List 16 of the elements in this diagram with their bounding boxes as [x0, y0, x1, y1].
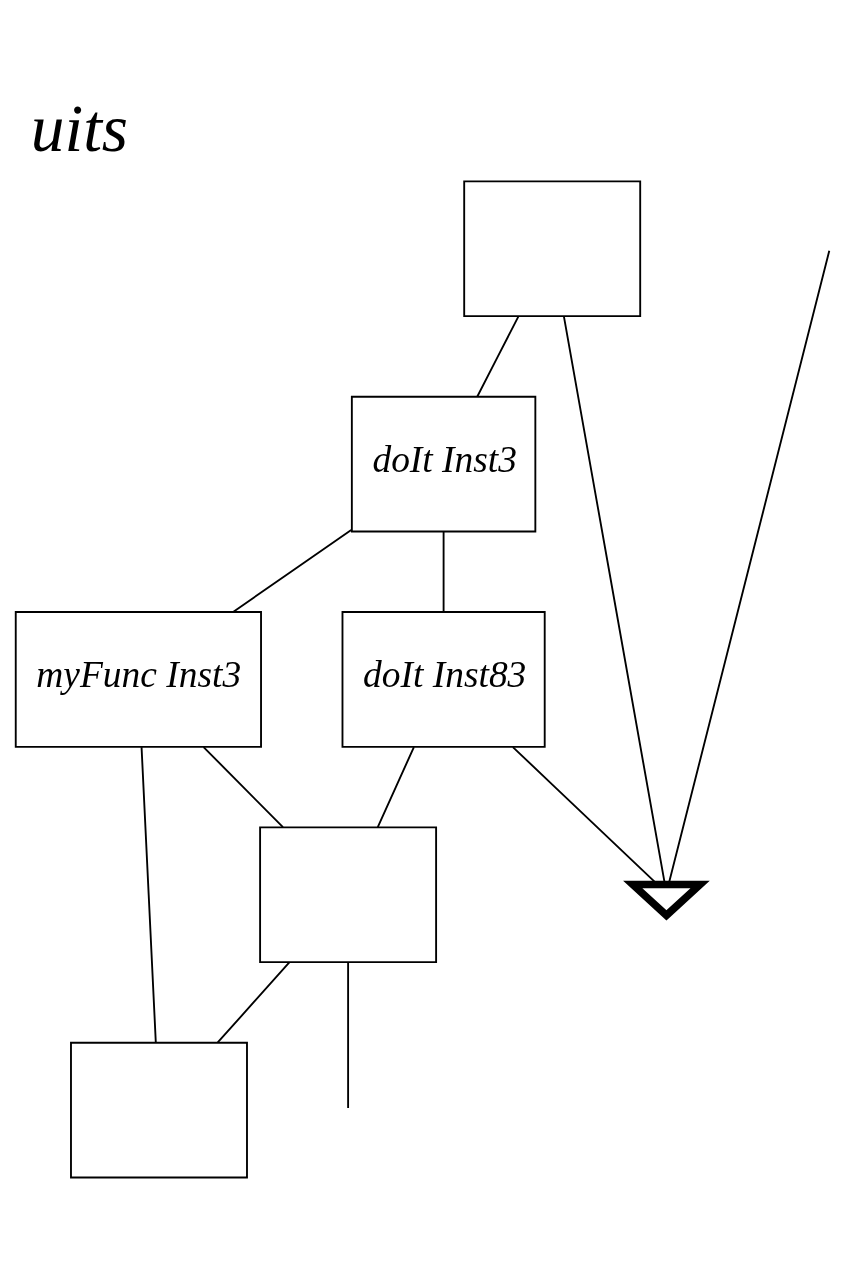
- node-box: [70, 1041, 248, 1179]
- node-box: doIt Inst83: [341, 611, 546, 748]
- connector: [140, 746, 157, 1044]
- connector: [442, 530, 445, 613]
- node-chevron: [623, 880, 710, 921]
- connector: [216, 961, 291, 1044]
- connector: [476, 315, 520, 398]
- node-box: [463, 180, 642, 318]
- node-box: myFunc Inst3: [14, 611, 262, 748]
- node-box: [259, 826, 438, 964]
- connector: [232, 529, 353, 613]
- connector: [202, 746, 284, 829]
- connector: [376, 746, 415, 829]
- connector: [347, 961, 350, 1109]
- node-box: doIt Inst3: [350, 395, 537, 533]
- diagram-title: uits: [30, 91, 129, 167]
